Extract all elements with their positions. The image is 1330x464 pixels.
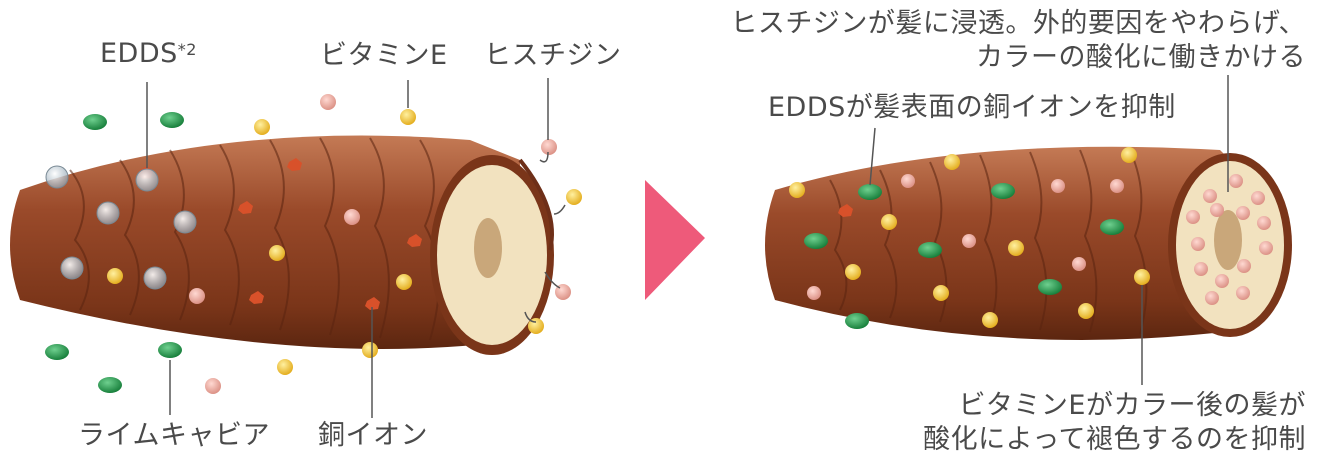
histidine-particle — [1205, 291, 1219, 305]
vitamin-e-particle — [933, 285, 949, 301]
vitamin-e-particle — [566, 189, 582, 205]
vitamin-e-particle — [362, 342, 378, 358]
histidine-particle — [1110, 179, 1124, 193]
left-hair-strand — [10, 135, 554, 355]
vitamin-effect-line2: 酸化によって褪色するのを抑制 — [923, 424, 1306, 455]
lime-caviar-particle — [45, 344, 69, 360]
histidine-particle — [1251, 191, 1265, 205]
copper-ion-particle — [249, 291, 264, 304]
histidine-particle — [205, 378, 221, 394]
histidine-particle — [1215, 274, 1229, 288]
edds-label: EDDS*2 — [100, 38, 197, 70]
right-particles — [789, 147, 1273, 329]
vitamin-e-particle — [881, 214, 897, 230]
lime-caviar-particle — [858, 184, 882, 200]
leader-lines — [146, 75, 1229, 418]
right-hair-strand — [765, 146, 1292, 340]
histidine-particle — [1229, 174, 1243, 188]
vitamin-e-label: ビタミンE — [320, 40, 448, 71]
histidine-effect-line2: カラーの酸化に働きかける — [976, 42, 1306, 73]
histidine-particle — [320, 94, 336, 110]
edds-particle — [135, 168, 159, 192]
histidine-label: ヒスチジン — [484, 40, 622, 71]
vitamin-e-particle — [396, 274, 412, 290]
histidine-particle — [1194, 262, 1208, 276]
histidine-particle — [1210, 203, 1224, 217]
edds-effect-label: EDDSが髪表面の銅イオンを抑制 — [768, 92, 1176, 123]
histidine-particle — [1186, 210, 1200, 224]
copper-ion-label: 銅イオン — [318, 420, 428, 451]
histidine-effect-line1: ヒスチジンが髪に浸透。外的要因をやわらげ、 — [730, 8, 1306, 39]
histidine-particle — [962, 234, 976, 248]
histidine-particle — [1236, 286, 1250, 300]
vitamin-e-particle — [982, 312, 998, 328]
vitamin-e-particle — [1078, 303, 1094, 319]
lime-caviar-particle — [98, 377, 122, 393]
vitamin-e-particle — [107, 268, 123, 284]
histidine-particle — [1237, 259, 1251, 273]
lime-caviar-particle — [991, 183, 1015, 199]
edds-particle — [173, 210, 197, 234]
vitamin-e-particle — [400, 109, 416, 125]
process-arrow-icon — [645, 180, 705, 300]
vitamin-e-particle — [789, 182, 805, 198]
edds-particle — [96, 201, 120, 225]
lime-caviar-particle — [83, 114, 107, 130]
lime-caviar-particle — [804, 233, 828, 249]
histidine-particle — [1051, 179, 1065, 193]
lime-caviar-particle — [1038, 279, 1062, 295]
vitamin-e-particle — [1121, 147, 1137, 163]
lime-caviar-particle — [845, 313, 869, 329]
copper-ion-particle — [238, 201, 253, 214]
histidine-particle — [1072, 257, 1086, 271]
histidine-particle — [807, 286, 821, 300]
histidine-particle — [1191, 237, 1205, 251]
left-particles — [45, 94, 582, 394]
edds-footnote-mark: *2 — [177, 40, 197, 59]
histidine-particle — [1259, 241, 1273, 255]
edds-particle — [143, 266, 167, 290]
edds-particle — [45, 165, 69, 189]
lime-caviar-particle — [918, 242, 942, 258]
copper-ion-particle — [407, 234, 422, 247]
histidine-particle — [1236, 206, 1250, 220]
histidine-particle — [189, 288, 205, 304]
lime-caviar-particle — [1100, 219, 1124, 235]
histidine-particle — [344, 209, 360, 225]
histidine-particle — [1203, 189, 1217, 203]
lime-caviar-label: ライムキャビア — [78, 420, 270, 451]
lime-caviar-particle — [160, 112, 184, 128]
vitamin-e-particle — [1134, 269, 1150, 285]
histidine-particle — [541, 139, 557, 155]
copper-ion-particle — [838, 204, 853, 217]
vitamin-e-particle — [845, 264, 861, 280]
vitamin-e-particle — [1008, 240, 1024, 256]
vitamin-effect-line1: ビタミンEがカラー後の髪が — [958, 390, 1306, 421]
edds-label-text: EDDS — [100, 38, 178, 69]
vitamin-e-particle — [944, 154, 960, 170]
vitamin-e-particle — [269, 245, 285, 261]
copper-ion-particle — [287, 158, 302, 171]
vitamin-e-particle — [277, 359, 293, 375]
lime-caviar-particle — [158, 342, 182, 358]
left-cuticle-scales — [69, 137, 440, 341]
edds-particle — [60, 256, 84, 280]
copper-ion-particle — [365, 297, 380, 310]
vitamin-e-particle — [254, 119, 270, 135]
histidine-particle — [1257, 216, 1271, 230]
histidine-particle — [901, 174, 915, 188]
